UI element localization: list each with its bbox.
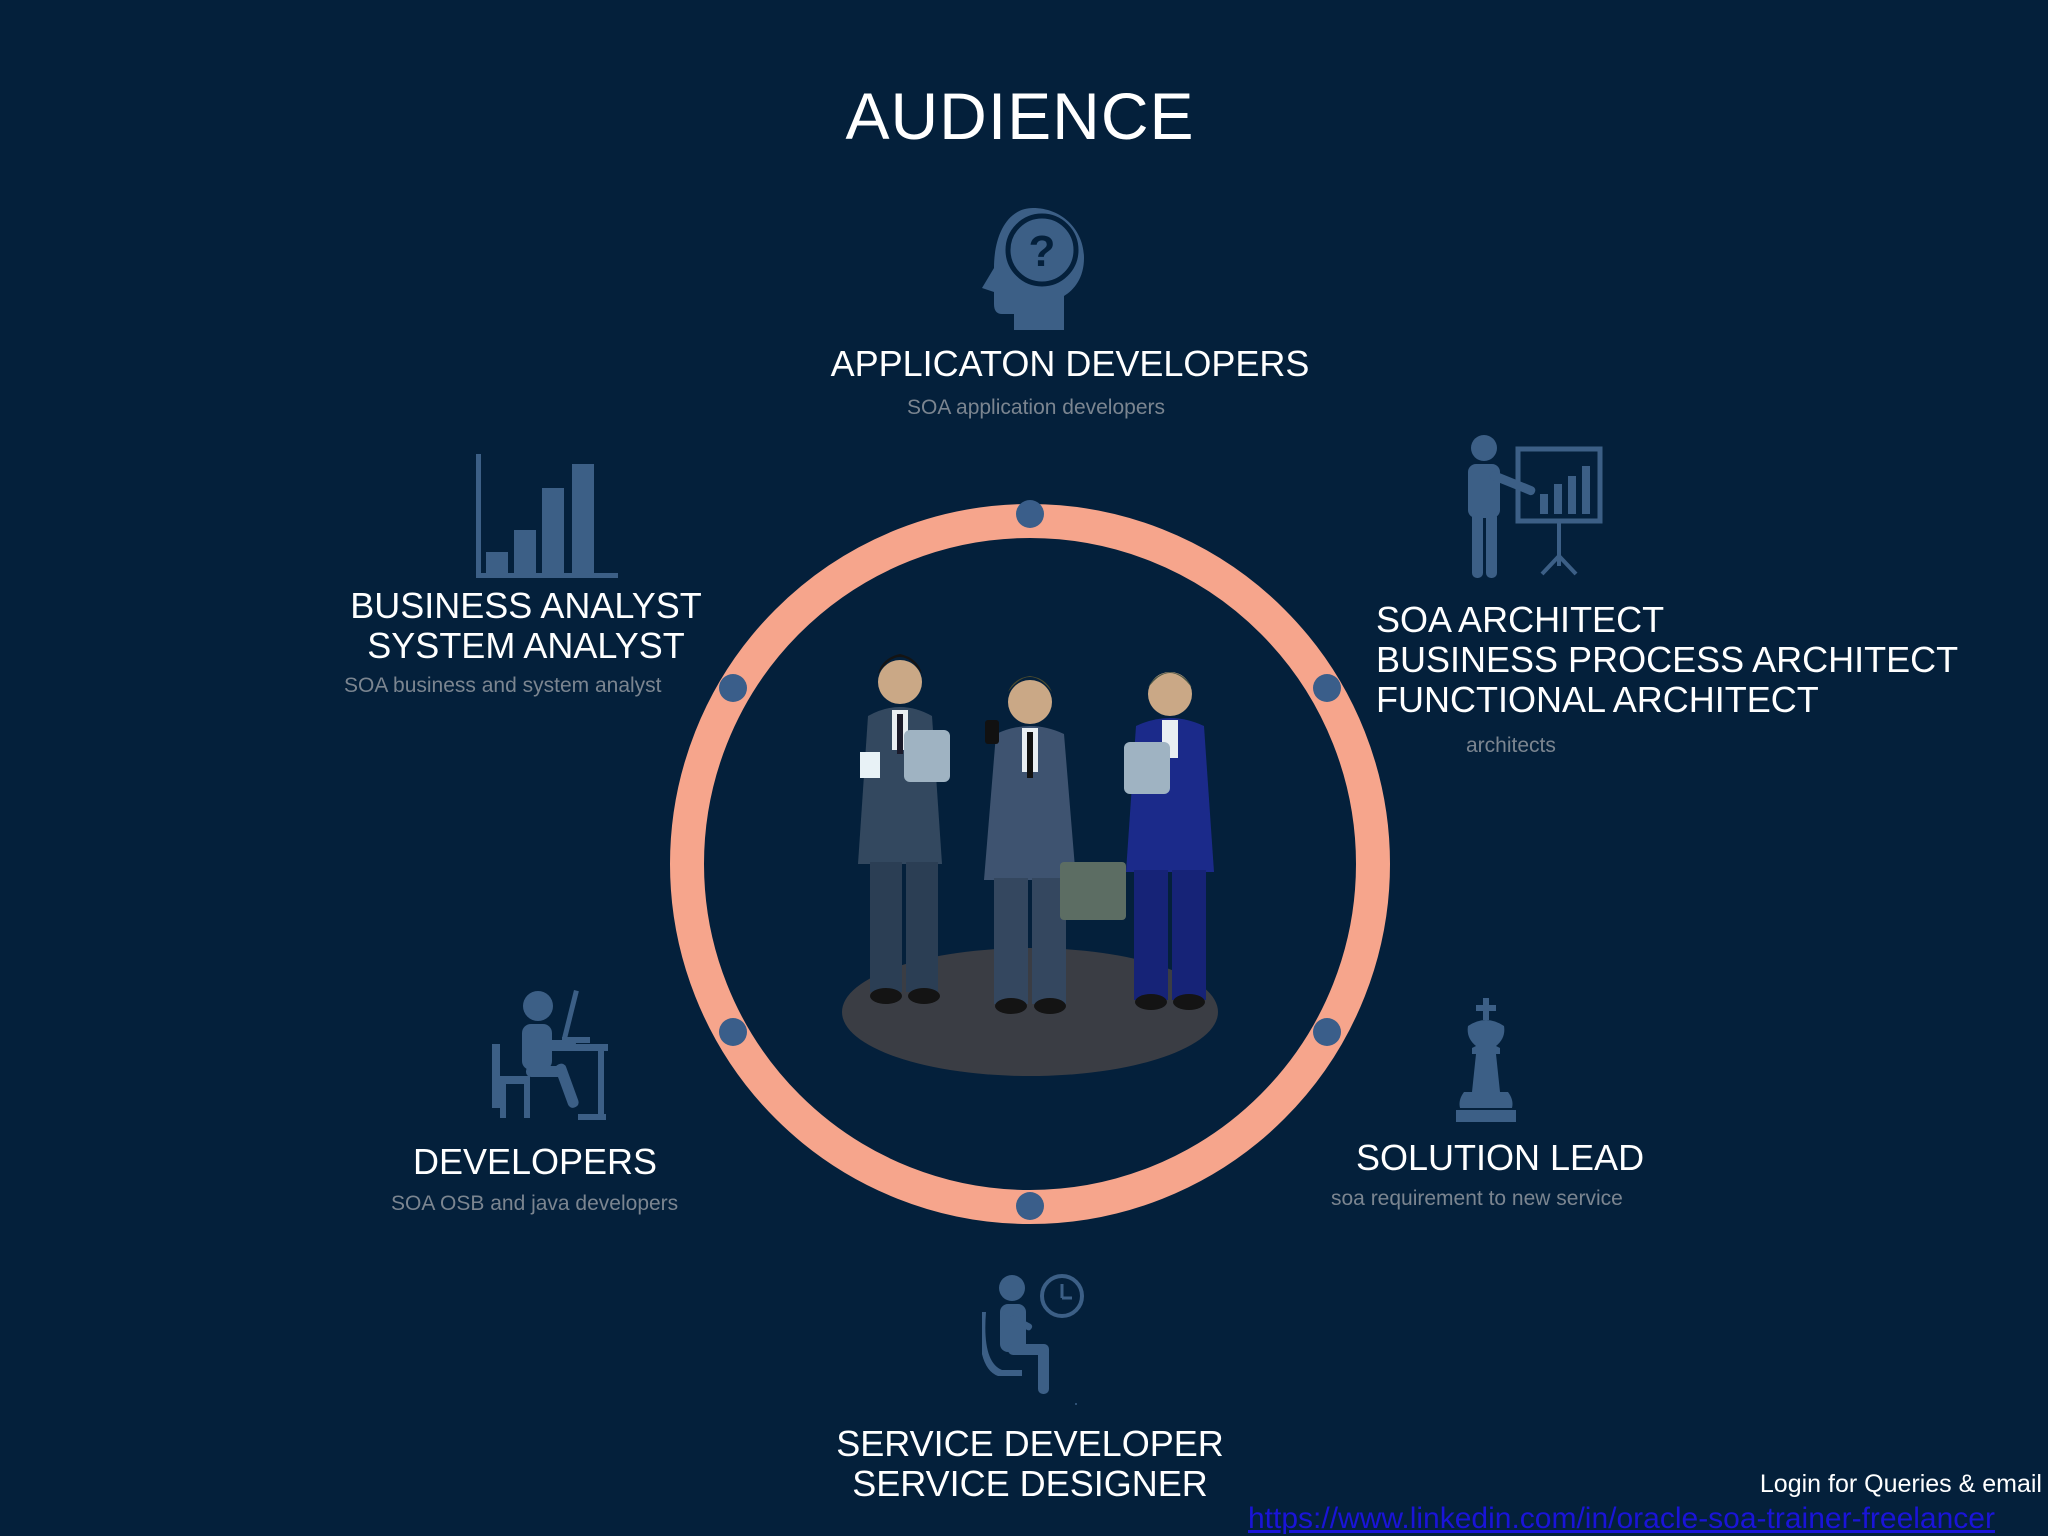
developers-heading: DEVELOPERS — [412, 1141, 658, 1182]
app-developers-subtitle: SOA application developers — [907, 396, 1165, 419]
svg-text:?: ? — [1029, 227, 1056, 276]
seated-person-clock-icon — [982, 1272, 1086, 1406]
business-analyst-heading: BUSINESS ANALYST SYSTEM ANALYST — [350, 585, 702, 666]
solution-lead-heading: SOLUTION LEAD — [1356, 1137, 1645, 1178]
page-title: AUDIENCE — [845, 79, 1195, 153]
soa-architect-heading: SOA ARCHITECT BUSINESS PROCESS ARCHITECT… — [1376, 599, 1959, 720]
business-analyst-subtitle: SOA business and system analyst — [344, 674, 662, 697]
footer-login-text: Login for Queries & email — [1759, 1470, 2042, 1498]
app-developers-heading: APPLICATON DEVELOPERS — [830, 343, 1310, 384]
service-developer-heading: SERVICE DEVELOPER SERVICE DESIGNER — [836, 1423, 1224, 1504]
linkedin-link[interactable]: https://www.linkedin.com/in/oracle-soa-t… — [1248, 1502, 1995, 1535]
presenter-board-icon — [1458, 432, 1608, 582]
chess-king-icon — [1454, 996, 1518, 1124]
person-at-desk-icon — [488, 988, 608, 1122]
central-ring-illustration — [660, 494, 1400, 1234]
developers-subtitle: SOA OSB and java developers — [391, 1192, 679, 1215]
soa-architect-subtitle: architects — [1466, 734, 1556, 757]
head-question-icon: ? — [978, 204, 1088, 330]
bar-chart-icon — [470, 452, 618, 580]
solution-lead-subtitle: soa requirement to new service — [1331, 1187, 1623, 1210]
